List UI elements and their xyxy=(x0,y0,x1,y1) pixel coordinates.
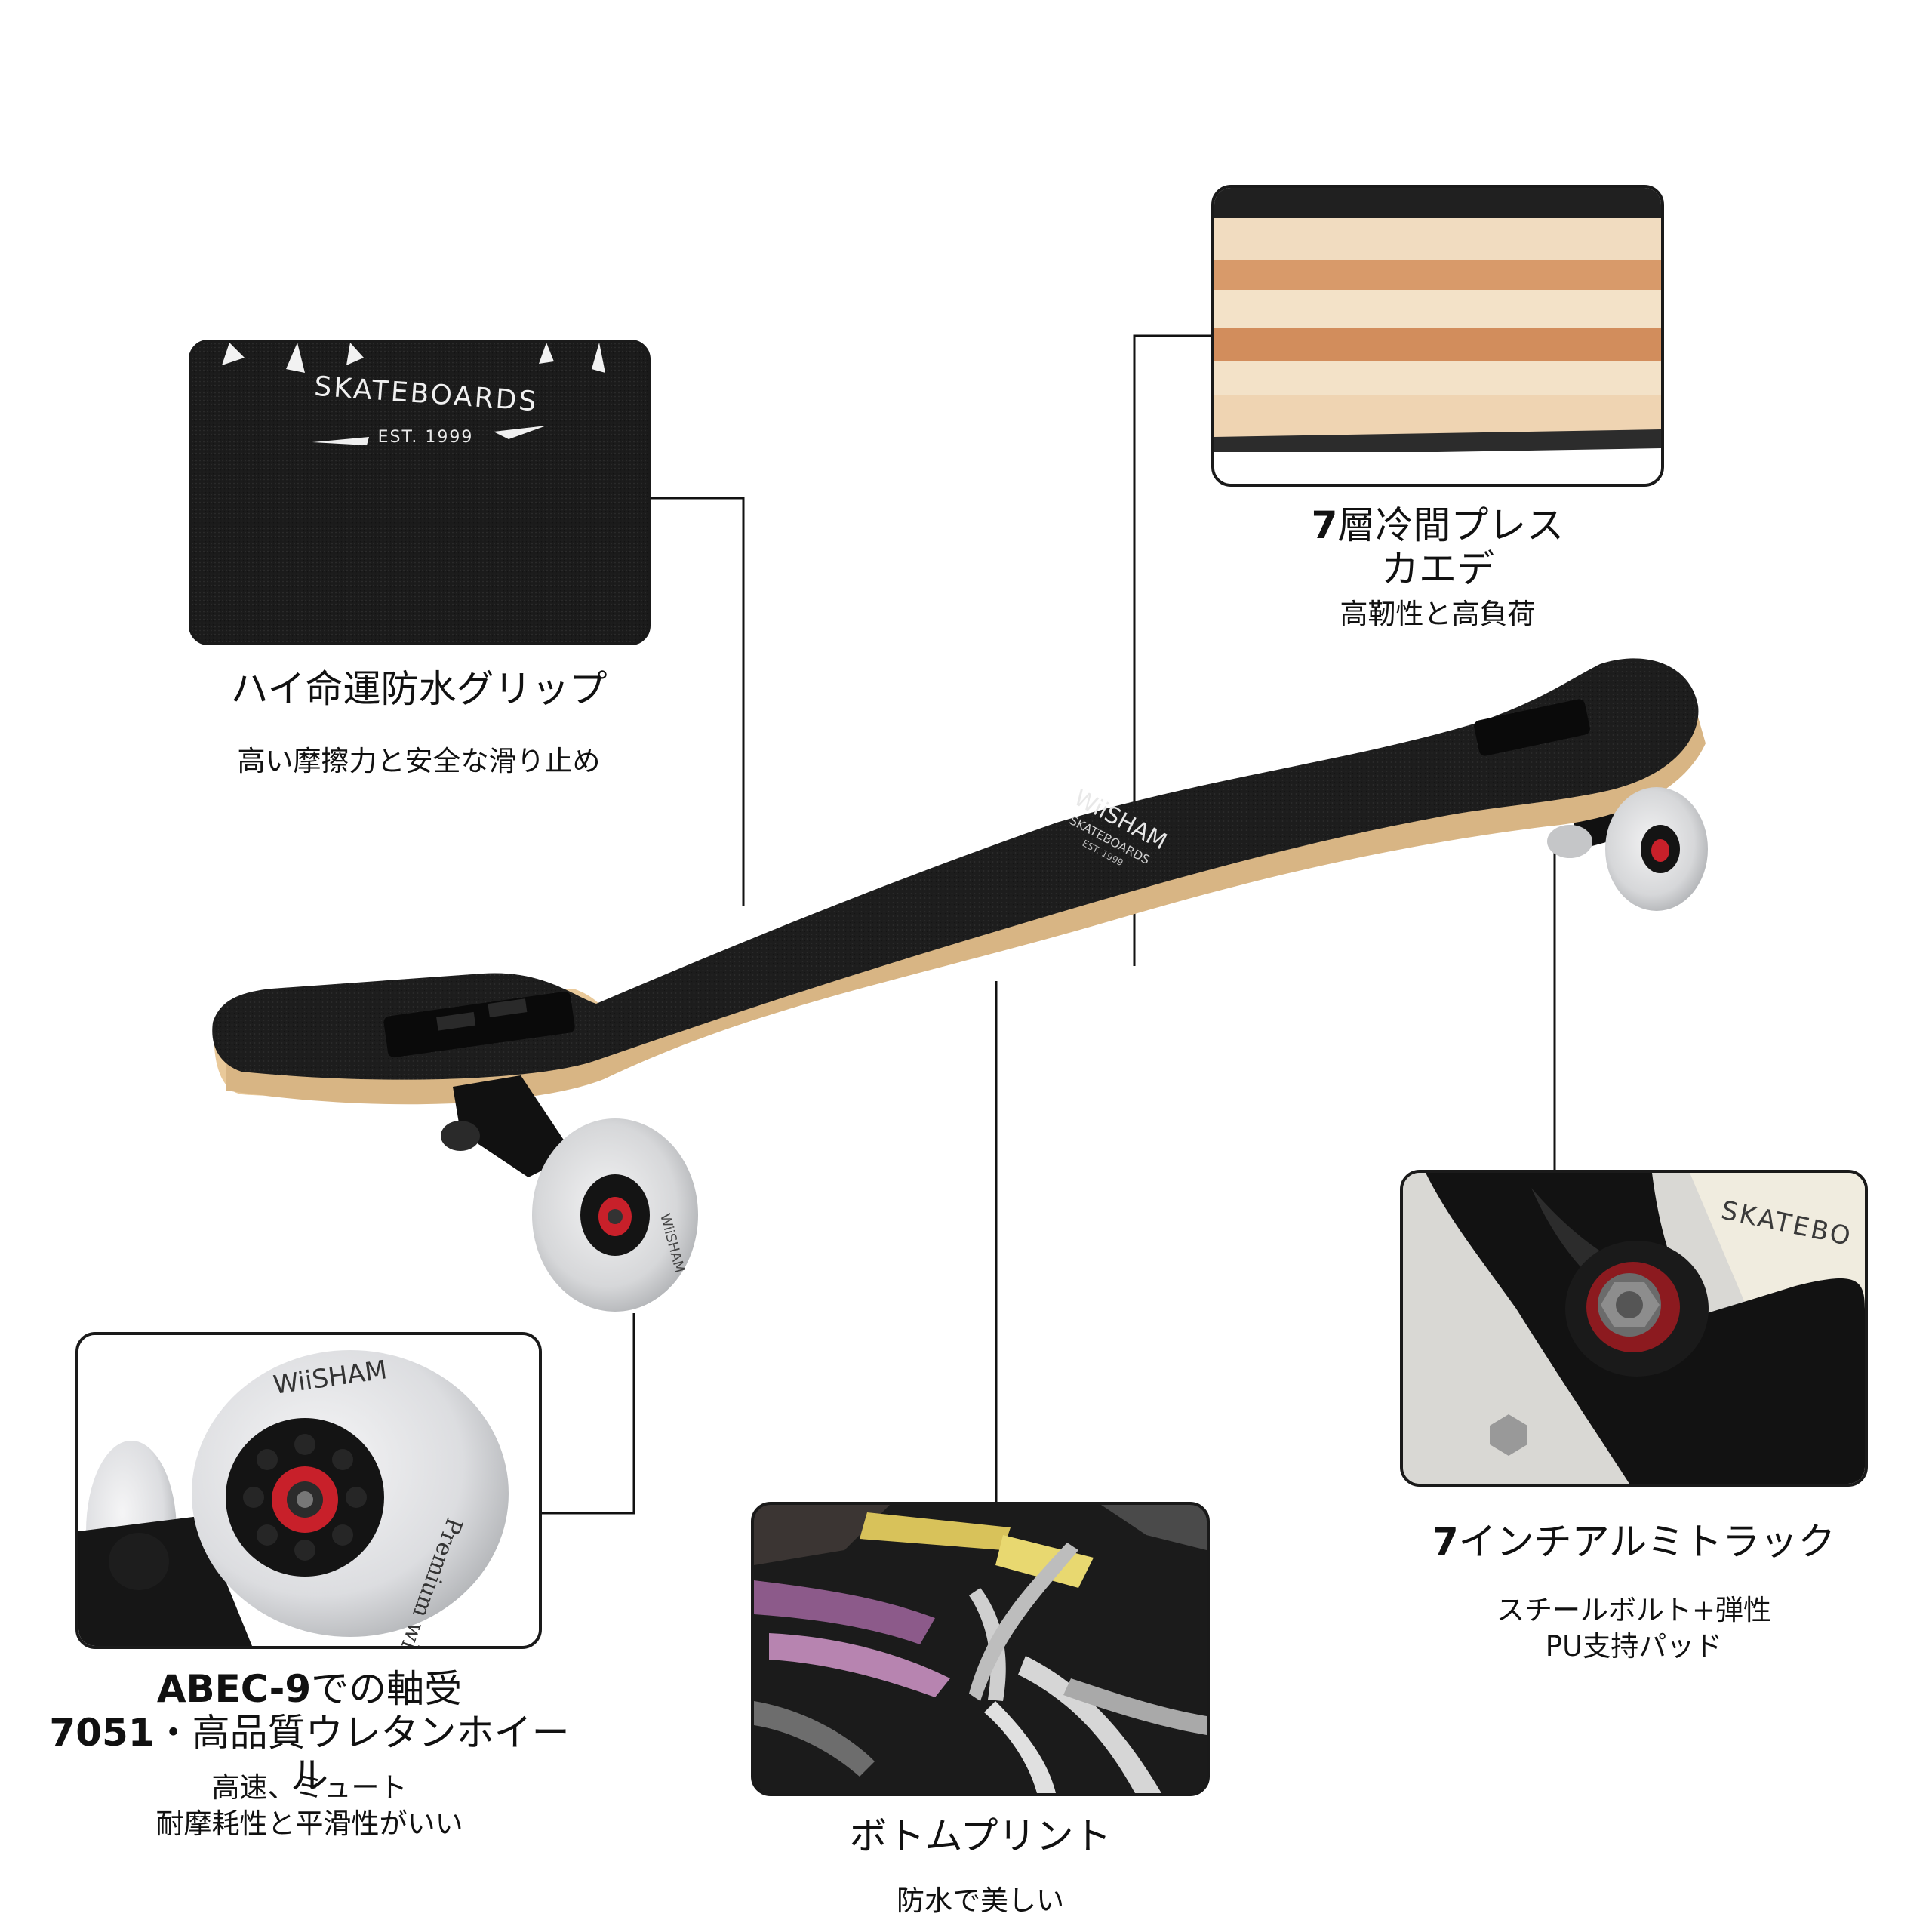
bottom-title: ボトムプリント xyxy=(849,1814,1112,1858)
mount-plate-rear xyxy=(383,991,575,1058)
deck-title-rest: 層冷間プレス xyxy=(1337,503,1564,547)
bottom-print-photo xyxy=(751,1502,1210,1796)
bearing-front xyxy=(1651,839,1669,862)
truck-photo: SKATEBO xyxy=(1400,1170,1868,1487)
deck-layers-photo xyxy=(1211,185,1664,487)
deck-title-line2: カエデ xyxy=(1381,546,1494,591)
connector-deck xyxy=(1133,334,1211,966)
connector-wheel xyxy=(542,1313,635,1515)
deck-title: 7層冷間プレス xyxy=(1211,503,1664,548)
wheel-subtitle-line2: 耐摩耗性と平滑性がいい xyxy=(155,1807,463,1841)
deck-subtitle: 高靭性と高負荷 xyxy=(1340,598,1536,630)
bottom-subtitle: 防水で美しい xyxy=(897,1884,1064,1917)
truck-rear xyxy=(453,1075,574,1177)
grip-subtitle: 高い摩擦力と安全な滑り止め xyxy=(237,745,601,777)
connector-grip xyxy=(651,497,745,906)
grip-title: ハイ命運防水グリップ xyxy=(230,667,608,711)
truck-title-rest: インチアルミトラック xyxy=(1458,1520,1836,1564)
grip-photo: SKATEBOARDS EST. 1999 xyxy=(189,340,651,645)
truck-subtitle-line2: PU支持パッド xyxy=(1545,1630,1723,1663)
truck-subtitle-line1: スチールボルト+弾性 xyxy=(1496,1594,1771,1626)
wheel-title-code-1: ABEC-9 xyxy=(156,1667,312,1711)
deck-top[interactable] xyxy=(212,658,1699,1080)
wheel-title-line1: ABEC-9での軸受 xyxy=(45,1667,574,1712)
truck-title-num: 7 xyxy=(1432,1520,1459,1564)
mount-plate-front xyxy=(1474,699,1590,756)
wheel-title-line2: 7051・高品質ウレタンホイール xyxy=(45,1710,574,1798)
wheel-title-rest-1: での軸受 xyxy=(311,1667,463,1711)
wheel-title-code-2: 7051 xyxy=(49,1710,155,1755)
wheel-photo: WiiSHAM Premium wheels xyxy=(75,1332,542,1649)
wheel-front-back xyxy=(1547,825,1592,858)
wheel-title-rest-2: ・高品質ウレタンホイール xyxy=(154,1710,570,1798)
grip-photo-text-2: EST. 1999 xyxy=(378,428,474,447)
truck-title: 7インチアルミトラック xyxy=(1400,1520,1868,1564)
deck-title-num: 7 xyxy=(1311,503,1338,547)
wheel-subtitle-line1: 高速、ミュート xyxy=(211,1771,408,1804)
deck-logo: WiiSHAM SKATEBOARDS EST. 1999 xyxy=(1067,785,1171,869)
